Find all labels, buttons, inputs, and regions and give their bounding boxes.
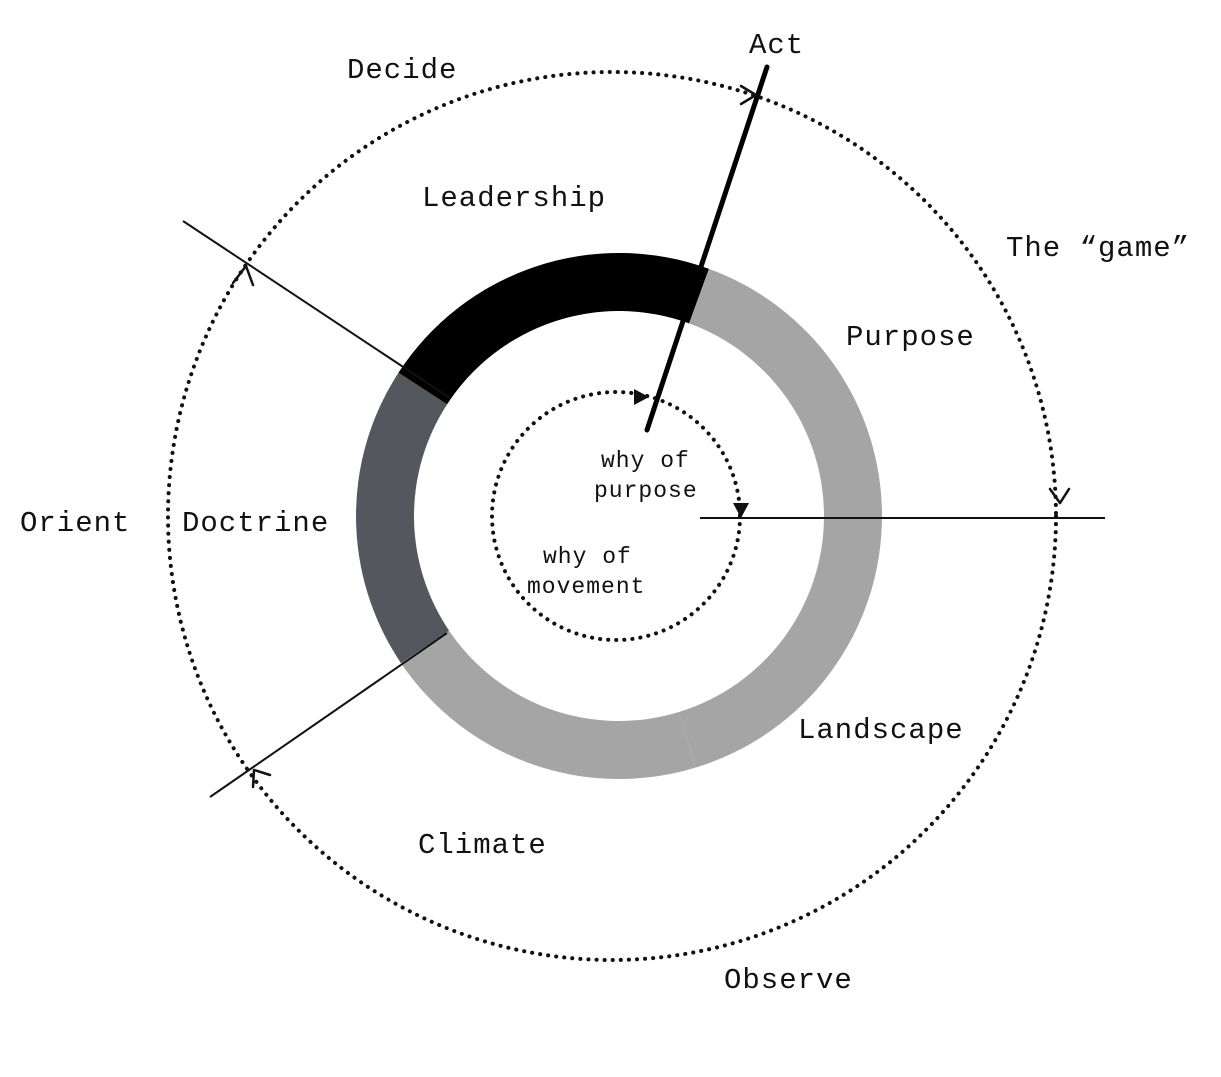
- doctrine-label: Doctrine: [182, 507, 329, 540]
- doctrine-segment: [355, 372, 450, 664]
- purpose-label: Purpose: [846, 321, 975, 354]
- arrowhead-decide: [231, 264, 255, 287]
- arrowhead-inner-top: [634, 389, 649, 405]
- observe-label: Observe: [724, 964, 853, 997]
- orient-label: Orient: [20, 507, 130, 540]
- why-purpose-label-line2: purpose: [594, 478, 698, 504]
- purpose-segment: [689, 268, 882, 516]
- divider-line-leadership-doctrine: [182, 220, 451, 399]
- act-label: Act: [749, 29, 804, 62]
- climate-segment: [400, 630, 696, 779]
- landscape-segment: [678, 516, 882, 768]
- climate-label: Climate: [418, 829, 547, 862]
- leadership-segment: [398, 252, 709, 405]
- game-label: The “game”: [1006, 232, 1190, 265]
- outer-cycle-ring: [166, 70, 1058, 962]
- inner-why-ring: [490, 390, 742, 642]
- why-movement-label-line1: why of: [543, 544, 632, 570]
- arrowhead-inner-right: [733, 503, 749, 518]
- arrowhead-observe: [1048, 487, 1071, 505]
- act-line: [644, 64, 770, 433]
- divider-line-doctrine-climate: [209, 632, 448, 798]
- landscape-label: Landscape: [798, 714, 964, 747]
- arrowhead-act: [739, 84, 758, 106]
- arrowhead-orient: [251, 768, 272, 789]
- why-movement-label-line2: movement: [527, 574, 645, 600]
- why-purpose-label-line1: why of: [601, 448, 690, 474]
- decide-label: Decide: [347, 54, 457, 87]
- leadership-label: Leadership: [422, 182, 606, 215]
